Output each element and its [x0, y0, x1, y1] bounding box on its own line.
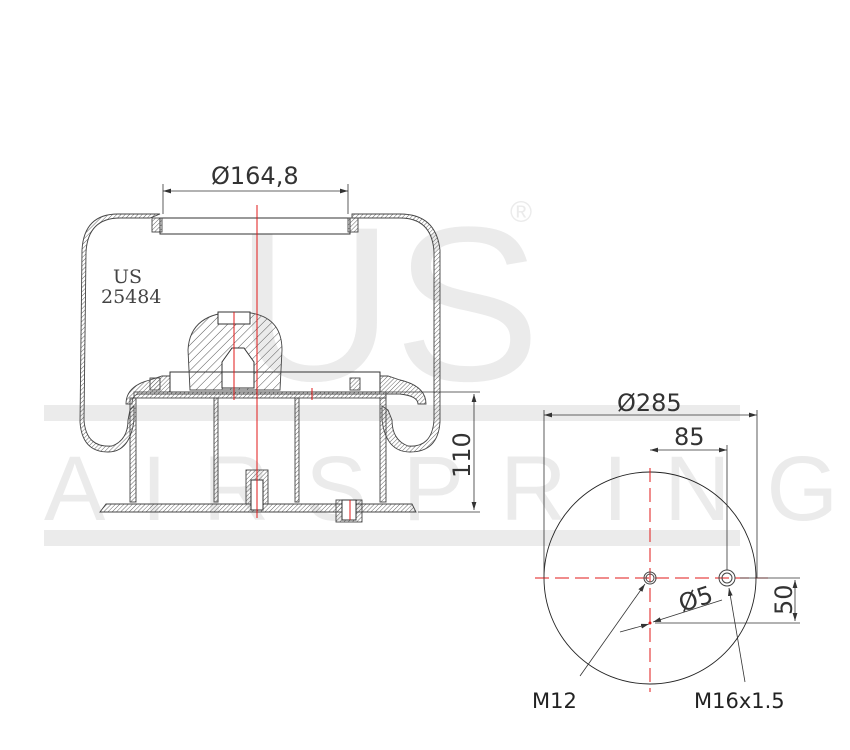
dim-offset-x: 85: [674, 423, 705, 451]
piston-rib-left: [213, 397, 219, 503]
dim-outer-diameter: Ø285: [617, 389, 682, 417]
piston-wall-right: [379, 397, 387, 503]
dim-height: 110: [448, 432, 476, 478]
top-bead-left: [151, 217, 163, 233]
part-code-line1: US: [113, 266, 142, 288]
callout-m12: M12: [532, 689, 577, 713]
bumper-stud: [221, 347, 255, 389]
leader-m16: [727, 587, 746, 683]
air-fitting-bore: [341, 499, 357, 521]
dim-line-pin: [652, 599, 723, 623]
watermark-airspring: AIRSPRING: [44, 438, 850, 540]
watermark: US AIRSPRING ®: [44, 181, 850, 546]
piston-wall-left: [129, 397, 137, 503]
top-plate: [159, 217, 351, 235]
hole-m12: [643, 571, 657, 585]
dim-offset-y: 50: [770, 584, 798, 615]
part-code-line2: 25484: [101, 286, 161, 308]
side-view: US 25484 Ø164,8 110: [79, 162, 480, 523]
piston-bead-right: [349, 377, 361, 391]
pin-hole: [648, 621, 652, 625]
registered-mark: ®: [510, 196, 532, 229]
callout-m16: M16x1.5: [694, 689, 785, 713]
top-bead-right: [347, 217, 359, 233]
dim-pin-diameter: Ø5: [675, 581, 716, 618]
dim-top-diameter: Ø164,8: [211, 162, 299, 190]
piston-rib-right: [294, 397, 300, 503]
leader-m12: [579, 583, 646, 677]
piston-bead-left: [149, 377, 161, 391]
piston-top: [133, 391, 387, 399]
watermark-bar-bottom: [44, 530, 740, 546]
